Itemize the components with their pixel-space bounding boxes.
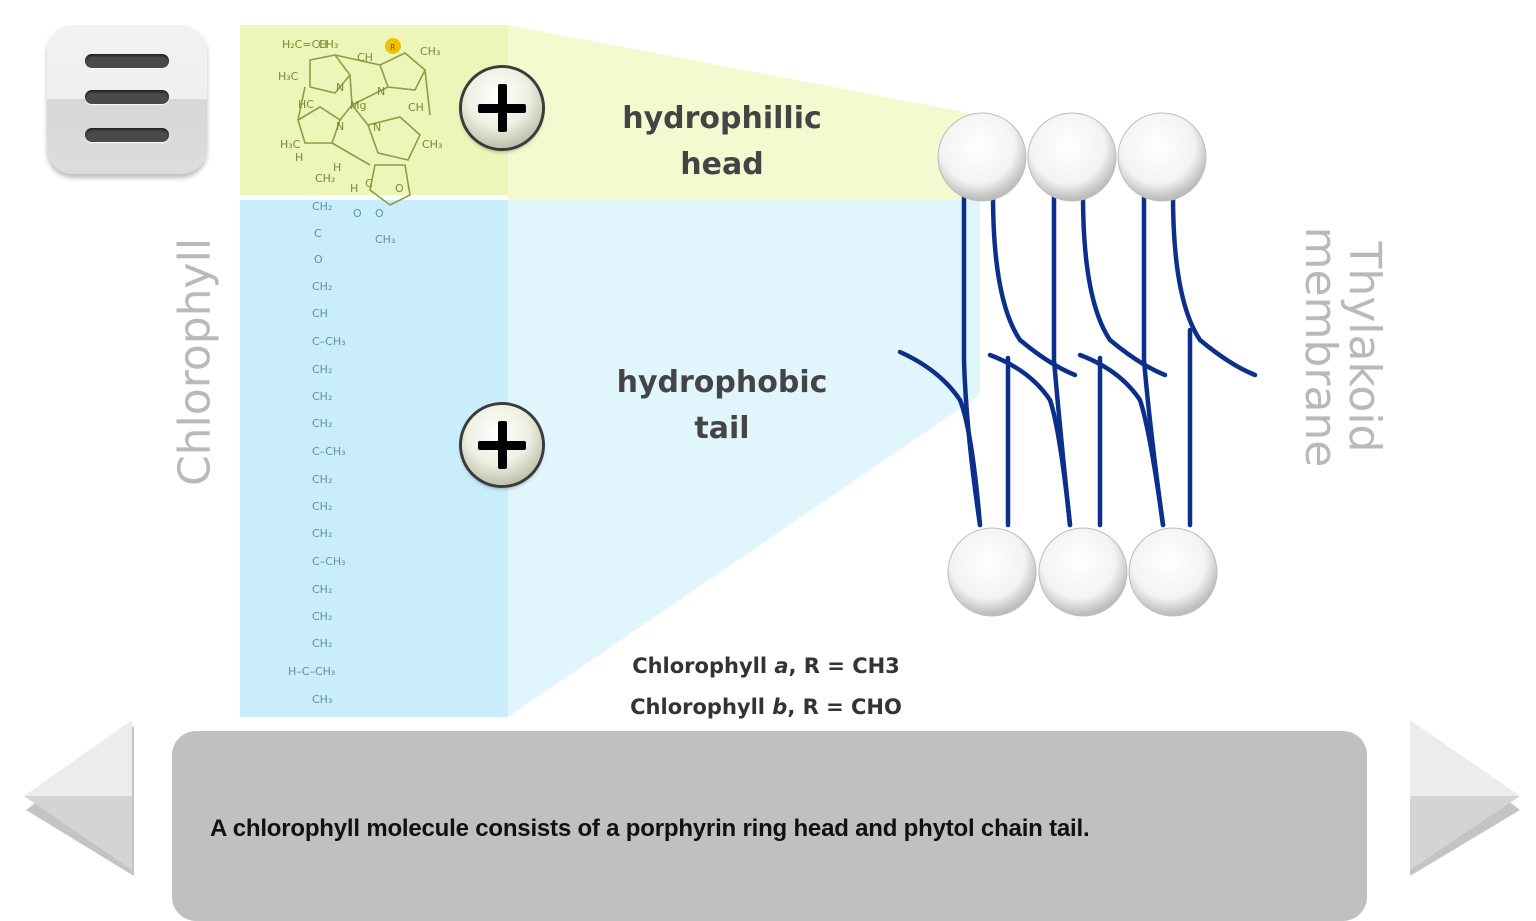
svg-text:CH₂: CH₂ xyxy=(312,363,332,376)
svg-text:H–C–CH₃: H–C–CH₃ xyxy=(288,665,335,678)
svg-text:O: O xyxy=(375,207,384,220)
thylakoid-label-line1: Thylakoid xyxy=(1339,241,1390,453)
r-group-marker xyxy=(385,38,401,54)
svg-text:CH₃: CH₃ xyxy=(422,138,442,151)
hydrophobic-tail-region xyxy=(240,200,508,717)
lipid-heads-bottom xyxy=(947,527,1218,617)
chlorophyll-a-note: Chlorophyll a, R = CH3 xyxy=(566,654,966,678)
svg-text:N: N xyxy=(377,85,385,98)
menu-button[interactable] xyxy=(47,24,207,174)
left-arrow-icon xyxy=(24,720,134,876)
head-label-line1: hydrophillic xyxy=(622,101,822,136)
svg-text:CH₂: CH₂ xyxy=(312,500,332,513)
expand-tail-button[interactable] xyxy=(462,405,542,485)
note-b-suffix: , R = CHO xyxy=(787,695,902,719)
expand-head-button[interactable] xyxy=(462,68,542,148)
lipid-heads-top xyxy=(937,112,1207,202)
svg-text:H₃C: H₃C xyxy=(280,138,301,151)
svg-text:CH₂: CH₂ xyxy=(312,280,332,293)
thylakoid-membrane-label: Thylakoid membrane xyxy=(1295,226,1390,468)
lipid-head xyxy=(1117,112,1207,202)
svg-text:CH₂: CH₂ xyxy=(312,610,332,623)
note-a-prefix: Chlorophyll xyxy=(632,654,775,678)
svg-text:R: R xyxy=(390,43,396,52)
svg-text:C–CH₃: C–CH₃ xyxy=(312,445,346,458)
hydrophilic-head-label: hydrophillic head xyxy=(562,96,882,188)
svg-text:H: H xyxy=(295,151,303,164)
svg-text:CH₂: CH₂ xyxy=(312,417,332,430)
svg-text:CH₂: CH₂ xyxy=(312,390,332,403)
svg-text:H₃C: H₃C xyxy=(278,70,299,83)
svg-text:O: O xyxy=(314,253,323,266)
head-label-line2: head xyxy=(680,147,764,182)
tail-label-line1: hydrophobic xyxy=(616,365,828,400)
svg-text:HC: HC xyxy=(298,98,314,111)
chlorophyll-b-note: Chlorophyll b, R = CHO xyxy=(566,695,966,719)
caption-panel: A chlorophyll molecule consists of a por… xyxy=(172,731,1367,921)
svg-text:CH: CH xyxy=(312,307,328,320)
hydrophobic-tail-label: hydrophobic tail xyxy=(562,360,882,452)
svg-text:CH₂: CH₂ xyxy=(315,172,335,185)
svg-text:H₂C=CH: H₂C=CH xyxy=(282,38,328,51)
svg-text:N: N xyxy=(373,121,381,134)
svg-text:C–CH₃: C–CH₃ xyxy=(312,335,346,348)
svg-text:CH: CH xyxy=(408,101,424,114)
porphyrin-ring-bonds xyxy=(297,52,431,206)
lipid-head xyxy=(1128,527,1218,617)
note-b-variable: b xyxy=(772,695,788,719)
svg-text:N: N xyxy=(336,120,344,133)
chlorophyll-structure: H₂C=CH CH₃ H₃C CH R CH₃ N N Mg N N HC CH… xyxy=(278,38,442,706)
svg-text:N: N xyxy=(336,81,344,94)
svg-text:O: O xyxy=(353,207,362,220)
svg-text:CH₃: CH₃ xyxy=(312,693,332,706)
svg-text:C–CH₃: C–CH₃ xyxy=(312,555,346,568)
lipid-head xyxy=(1038,527,1128,617)
head-projection xyxy=(508,25,980,200)
projection-shapes xyxy=(508,25,980,717)
svg-text:O: O xyxy=(395,182,404,195)
hamburger-menu-icon-bar xyxy=(85,90,169,104)
svg-text:C: C xyxy=(365,177,373,190)
svg-text:CH₂: CH₂ xyxy=(312,583,332,596)
svg-text:CH₂: CH₂ xyxy=(312,637,332,650)
svg-text:CH₂: CH₂ xyxy=(312,200,332,213)
note-b-prefix: Chlorophyll xyxy=(630,695,773,719)
svg-text:CH₂: CH₂ xyxy=(312,527,332,540)
svg-text:CH₃: CH₃ xyxy=(375,233,395,246)
thylakoid-label-line2: membrane xyxy=(1295,226,1346,468)
hamburger-menu-icon xyxy=(85,54,169,68)
svg-text:Mg: Mg xyxy=(350,99,366,112)
chlorophyll-label: Chlorophyll xyxy=(169,237,221,487)
svg-text:CH₂: CH₂ xyxy=(312,473,332,486)
lipid-tails xyxy=(897,192,1258,528)
lipid-head xyxy=(937,112,1027,202)
note-a-suffix: , R = CH3 xyxy=(788,654,900,678)
svg-text:H: H xyxy=(333,161,341,174)
lipid-head xyxy=(1027,112,1117,202)
lipid-head xyxy=(947,527,1037,617)
svg-text:CH₃: CH₃ xyxy=(318,38,338,51)
note-a-variable: a xyxy=(774,654,789,678)
svg-text:H: H xyxy=(350,182,358,195)
hamburger-menu-icon-bar xyxy=(85,128,169,142)
tail-projection xyxy=(508,200,980,717)
head-atoms: H₂C=CH CH₃ H₃C CH R CH₃ N N Mg N N HC CH… xyxy=(278,38,442,195)
caption-text: A chlorophyll molecule consists of a por… xyxy=(210,815,1090,842)
tail-label-line2: tail xyxy=(694,411,750,446)
membrane-diagram xyxy=(897,112,1258,617)
svg-text:C: C xyxy=(314,227,322,240)
phytol-chain: CH₂ C O CH₂ CH C–CH₃ CH₂ CH₂ CH₂ C–CH₃ C… xyxy=(288,200,395,706)
right-arrow-icon xyxy=(1410,720,1520,876)
svg-text:CH: CH xyxy=(357,51,373,64)
svg-text:CH₃: CH₃ xyxy=(420,45,440,58)
previous-button[interactable] xyxy=(22,716,138,878)
next-button[interactable] xyxy=(1404,716,1524,878)
